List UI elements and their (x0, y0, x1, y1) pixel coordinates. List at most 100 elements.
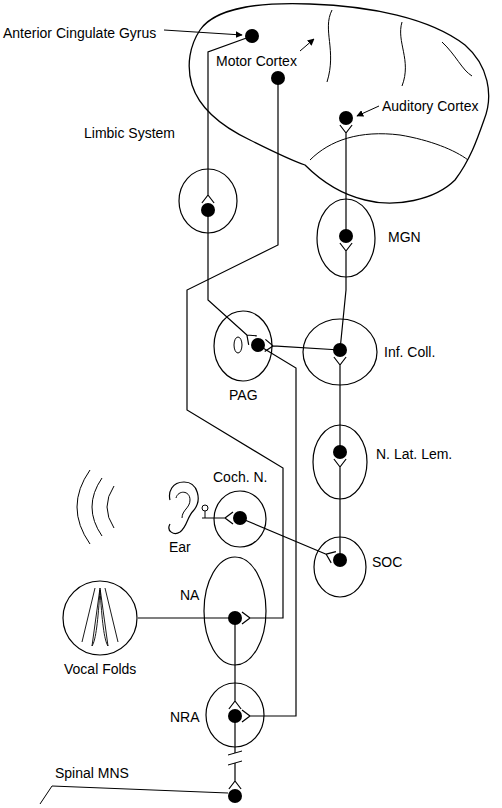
node-label: Motor Cortex (216, 53, 297, 69)
brain-fold (442, 42, 472, 76)
break-mark (228, 751, 242, 755)
node-shape (244, 28, 260, 44)
neuron-dot (333, 343, 347, 357)
node-shape (313, 536, 367, 598)
node-shape (213, 310, 273, 382)
nucleus-outline (206, 683, 264, 747)
node-shape (302, 318, 378, 386)
vocal-folds-circle (63, 581, 137, 655)
neuron-dot (233, 511, 247, 525)
node-label: Vocal Folds (64, 661, 136, 677)
brain-fold (401, 22, 406, 86)
spinal-neuron-process (40, 786, 228, 804)
brain-fold (310, 134, 468, 160)
motor-neuron: Spinal MNS (225, 786, 245, 806)
node-label: Inf. Coll. (384, 344, 435, 360)
vocal-folds (82, 588, 118, 646)
nucleus-ellipse: SOC (313, 536, 367, 598)
node-label: Spinal MNS (55, 765, 129, 781)
neuron-dot (228, 709, 242, 723)
cortex-site: Motor Cortex (270, 70, 286, 86)
nucleus-ellipse: N. Lat. Lem. (312, 424, 368, 500)
neuron-dot (245, 29, 259, 43)
nucleus-outline (214, 311, 272, 381)
ear-inner (176, 492, 190, 518)
brain-outline (189, 4, 488, 203)
nucleus-ellipse: Coch. N. (213, 490, 267, 548)
neural-pathway (138, 617, 235, 618)
node-shape (336, 108, 356, 128)
node-shape (62, 580, 138, 656)
leader-arrow (164, 30, 242, 35)
inner-oval (234, 337, 242, 353)
nucleus-ellipse: Inf. Coll. (302, 318, 378, 386)
break-mark (228, 761, 242, 765)
receptor-stalk (205, 511, 206, 518)
nucleus-ellipse: PAG (213, 310, 273, 382)
node-shape (205, 682, 265, 748)
node-label: Coch. N. (213, 469, 267, 485)
neuron-dot (228, 611, 242, 625)
nucleus-ellipse: NRA (205, 682, 265, 748)
node-label: NA (180, 587, 199, 603)
nucleus-ellipse: Limbic System (178, 168, 238, 234)
neuron-dot (271, 71, 285, 85)
receptor (202, 505, 208, 511)
neuron-dot (333, 445, 347, 459)
neural-pathway (340, 125, 352, 236)
sound-wave (107, 486, 114, 528)
nucleus-outline (179, 169, 237, 233)
ear-drawing: Ear (158, 478, 202, 536)
node-label: PAG (229, 387, 258, 403)
nucleus-ellipse: MGN (316, 198, 376, 278)
leader-arrow (300, 39, 314, 51)
node-label: SOC (372, 554, 402, 570)
neural-pathway (229, 716, 241, 789)
node-shape (225, 786, 245, 806)
leader-arrow (357, 106, 379, 116)
neural-pathway (202, 512, 233, 524)
neural-pathway (340, 243, 352, 350)
node-shape (312, 424, 368, 500)
neural-pathway (208, 210, 257, 345)
brain-fold (327, 10, 332, 82)
nucleus-outline (214, 491, 266, 547)
node-shape (203, 556, 267, 666)
node-shape (270, 70, 286, 86)
node-label: Limbic System (84, 125, 175, 141)
nucleus-outline (317, 199, 375, 277)
node-label: Anterior Cingulate Gyrus (3, 25, 156, 41)
sound-wave (92, 478, 102, 536)
neuron-dot (251, 338, 265, 352)
node-shape (213, 490, 267, 548)
neural-pathway (229, 618, 241, 709)
break-gap (231, 753, 239, 763)
cortex-site: Auditory Cortex (336, 108, 356, 128)
neural-pathway (240, 518, 336, 563)
neuron-dot (201, 203, 215, 217)
neuron-dot (339, 111, 353, 125)
nucleus-outline (314, 537, 366, 597)
node-shape (178, 168, 238, 234)
vocal-folds-drawing: Vocal Folds (62, 580, 138, 656)
sound-wave (77, 470, 90, 544)
node-shape (158, 478, 202, 536)
cortex-site: Anterior Cingulate Gyrus (244, 28, 260, 44)
ear-outline (169, 482, 198, 533)
neural-pathway (334, 357, 346, 452)
nucleus-ellipse: NA (203, 556, 267, 666)
nucleus-outline (313, 425, 367, 499)
neural-pathway (334, 459, 346, 560)
neuron-dot (339, 229, 353, 243)
neuron-dot (228, 789, 242, 803)
node-label: Auditory Cortex (382, 98, 478, 114)
nucleus-outline (204, 557, 266, 665)
node-label: Ear (169, 539, 191, 555)
neural-pathway (265, 339, 340, 351)
nucleus-outline (303, 319, 377, 385)
neuron-dot (333, 553, 347, 567)
